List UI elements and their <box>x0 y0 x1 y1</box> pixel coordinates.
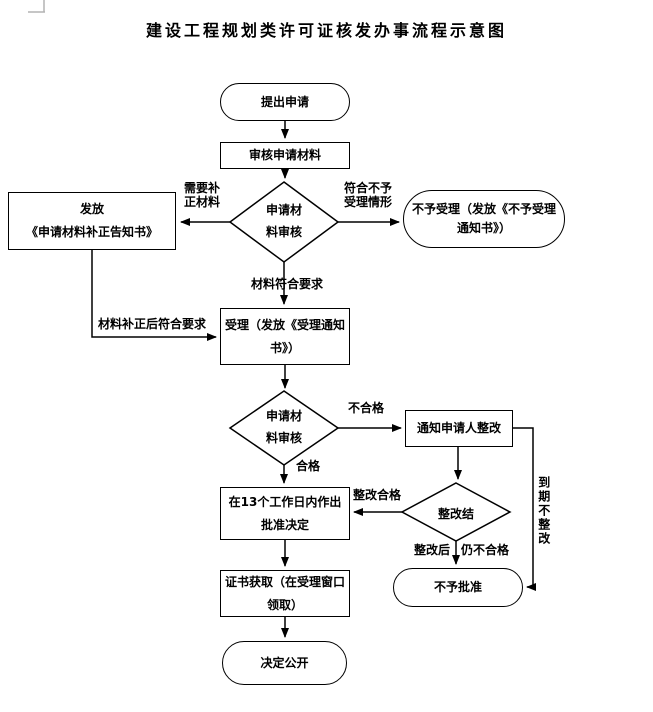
edge-label-unqualified: 不合格 <box>348 401 385 415</box>
node-notify-rectify: 通知申请人整改 <box>405 410 513 447</box>
edge-label-rectify-ok: 整改合格 <box>353 488 402 502</box>
edge-label-materials-ok: 材料符合要求 <box>251 277 324 291</box>
node-supplement-notice: 发放 《申请材料补正告知书》 <box>8 192 176 250</box>
edge-label-still-unqualified: 仍不合格 <box>461 543 510 557</box>
diamond-shape-review2 <box>228 390 340 466</box>
node-not-accepted: 不予受理（发放《不予受理 通知书》） <box>403 190 565 248</box>
node-diamond-review1-label: 申请材 料审核 <box>265 203 302 240</box>
node-certificate-pickup: 证书获取（在受理窗口 领取） <box>220 570 350 617</box>
edge-label-supplemented-ok: 材料补正后符合要求 <box>98 317 207 331</box>
edge-supplement-to-accept <box>91 250 217 341</box>
node-review-materials: 审核申请材料 <box>220 142 350 169</box>
node-diamond-review2-label: 申请材 料审核 <box>265 409 302 446</box>
node-approval-decision: 在13个工作日内作出 批准决定 <box>220 487 350 540</box>
node-start: 提出申请 <box>220 83 350 121</box>
edge-notify-to-notapproved-overdue <box>513 427 536 591</box>
edge-label-after-rectify: 整改后 <box>414 543 451 557</box>
node-diamond-rectify-label: 整改结 <box>437 507 474 521</box>
page-title: 建设工程规划类许可证核发办事流程示意图 <box>145 21 507 40</box>
edge-label-reject-case: 符合不予 受理情形 <box>344 181 393 209</box>
edge-label-qualified: 合格 <box>296 459 321 473</box>
edge-label-overdue-no-rectify: 到期不整改 <box>536 476 551 546</box>
node-accept: 受理（发放《受理通知 书》） <box>220 308 350 365</box>
corner-mark <box>28 0 45 13</box>
edge-label-need-supplement: 需要补 正材料 <box>184 181 221 209</box>
diamond-shape-review1 <box>228 181 340 263</box>
node-decision-publish: 决定公开 <box>222 641 347 685</box>
node-not-approved: 不予批准 <box>393 568 523 607</box>
diamond-shape-rectify <box>400 482 512 542</box>
